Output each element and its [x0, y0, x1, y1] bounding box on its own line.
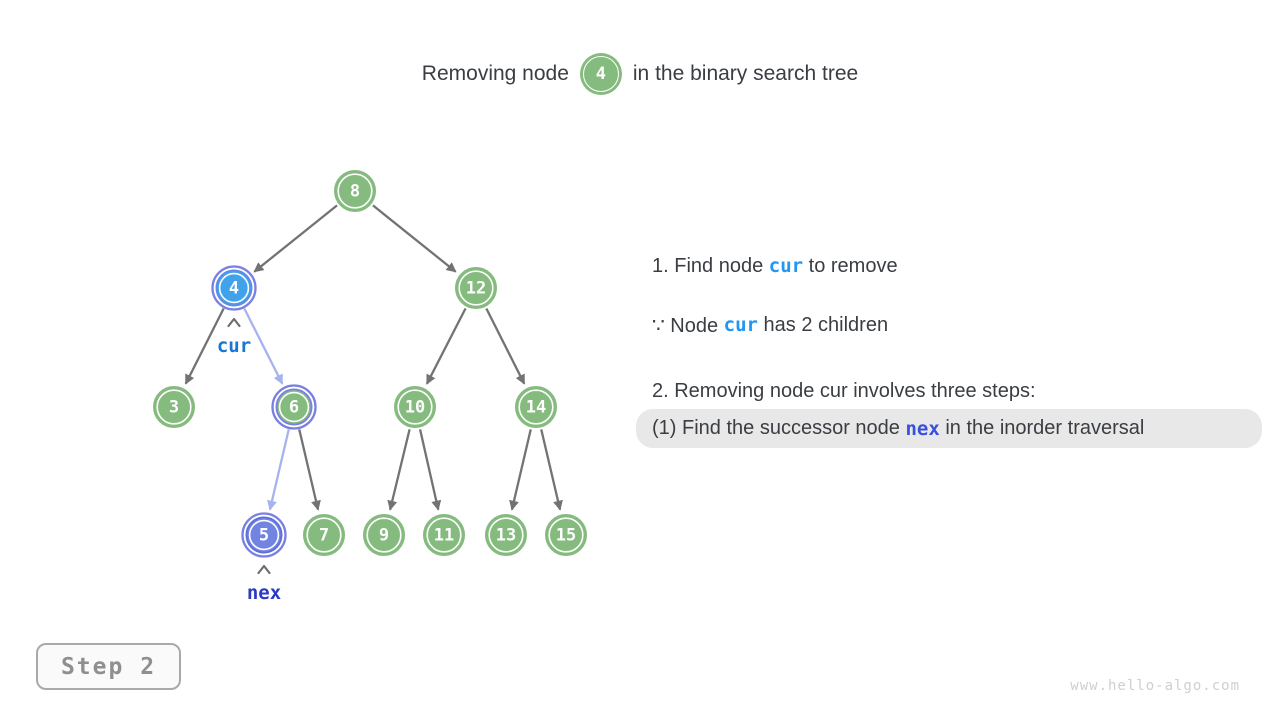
title-node-value: 4	[595, 64, 607, 84]
step-badge-label: Step 2	[60, 653, 157, 680]
tree-node-4: 4	[211, 265, 257, 311]
tree-edge-6-5	[267, 429, 290, 511]
tree-pointer-labels-layer: cur nex	[217, 317, 281, 604]
tree-node-9: 9	[363, 514, 405, 556]
pointer-label-nex: nex	[247, 582, 281, 604]
tree-node-15: 15	[545, 514, 587, 556]
tree-edge-12-14	[485, 308, 526, 385]
tree-node-value-9: 9	[379, 526, 389, 546]
tree-nodes-layer: 8 4 12 3 6 10 14 5 7 9 11 13 15	[153, 170, 587, 558]
pointer-nex: nex	[247, 564, 281, 604]
tree-edge-14-15	[540, 429, 563, 511]
tree-node-value-13: 13	[496, 526, 516, 546]
tree-node-value-8: 8	[350, 182, 360, 202]
tree-edge-6-7	[298, 429, 321, 511]
title-prefix: Removing node	[421, 62, 569, 85]
tree-edge-10-9	[387, 429, 411, 511]
tree-edge-8-12	[372, 204, 457, 273]
tree-edge-14-13	[509, 429, 532, 511]
tree-node-value-11: 11	[434, 526, 454, 546]
tree-edge-8-4	[253, 204, 338, 273]
tree-node-8: 8	[334, 170, 376, 212]
step-badge: Step 2	[36, 643, 181, 690]
tree-edge-10-11	[418, 429, 442, 511]
tree-node-3: 3	[153, 386, 195, 428]
tree-node-value-14: 14	[526, 398, 546, 418]
title-suffix: in the binary search tree	[632, 62, 859, 85]
tree-node-value-7: 7	[319, 526, 329, 546]
watermark: www.hello-algo.com	[1070, 678, 1240, 694]
figure-title: Removing node 4 in the binary search tre…	[0, 50, 1280, 98]
tree-edges-layer	[184, 204, 563, 511]
tree-node-value-3: 3	[169, 398, 179, 418]
tree-edge-4-3	[184, 308, 225, 385]
tree-node-value-5: 5	[259, 526, 269, 546]
tree-edge-12-10	[425, 307, 467, 385]
pointer-label-cur: cur	[217, 335, 251, 357]
tree-edge-4-6	[243, 308, 284, 385]
pointer-cur: cur	[217, 317, 251, 357]
tree-node-11: 11	[423, 514, 465, 556]
tree-node-value-15: 15	[556, 526, 576, 546]
tree-node-10: 10	[394, 386, 436, 428]
title-node-circle: 4	[579, 53, 622, 95]
pointer-caret-icon	[227, 317, 241, 328]
tree-node-value-12: 12	[466, 279, 486, 299]
tree-node-value-6: 6	[289, 398, 299, 418]
tree-node-6: 6	[271, 384, 317, 430]
tree-node-5: 5	[241, 512, 287, 558]
tree-node-14: 14	[515, 386, 557, 428]
tree-node-12: 12	[455, 267, 497, 309]
tree-node-13: 13	[485, 514, 527, 556]
tree-node-7: 7	[303, 514, 345, 556]
tree-node-value-4: 4	[229, 279, 239, 299]
pointer-caret-icon	[257, 564, 271, 575]
title-node-inner-ring	[582, 56, 619, 92]
tree-node-value-10: 10	[405, 398, 425, 418]
